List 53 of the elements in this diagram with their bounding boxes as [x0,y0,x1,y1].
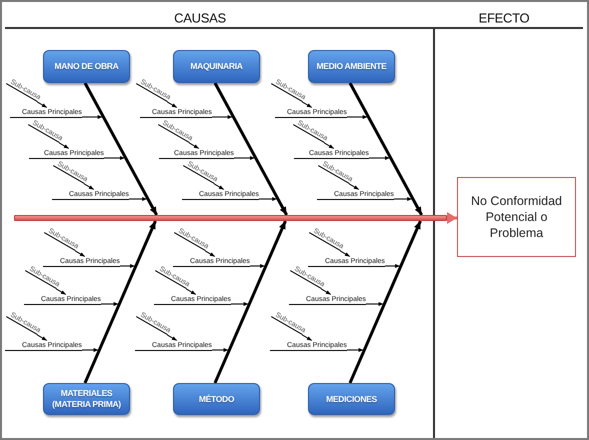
arrow [74,250,86,257]
arrow [348,82,423,216]
arrow [188,142,200,149]
arrow [36,334,48,341]
arrow [302,334,312,341]
arrow [36,101,48,108]
arrow [82,115,104,119]
arrow [346,348,364,352]
arrow [212,115,234,119]
arrow [84,183,94,190]
column-heading: CAUSAS [174,10,226,26]
arrow [84,82,158,216]
arrow [82,348,100,352]
arrow [394,197,413,201]
category-box: MATERIALES (MATERIA PRIMA) [43,383,130,415]
arrow [128,197,148,201]
category-box: MEDIO AMBIENTE [308,50,395,83]
arrow [56,288,66,295]
arrow [214,82,288,216]
arrow [186,288,196,295]
effect-box: No Conformidad Potencial o Problema [457,177,576,257]
arrow [214,183,224,190]
category-box: MEDICIONES [308,383,395,415]
arrow [166,334,178,341]
arrow [340,250,350,257]
arrow [204,250,216,257]
arrow [100,302,120,306]
arrow [104,156,126,160]
arrow [58,142,70,149]
arrow [384,264,401,268]
arrow [166,101,178,108]
arrow [84,220,157,384]
arrow [348,183,360,190]
arrow [250,264,266,268]
arrow [120,264,136,268]
arrow [320,288,332,295]
arrow [234,156,256,160]
arrow [366,302,384,306]
arrow [302,101,312,108]
category-box: MAQUINARIA [173,50,260,83]
arrow [447,212,457,224]
arrow [214,220,287,384]
arrow [346,115,368,119]
arrow [368,156,390,160]
spine-bar [14,215,447,221]
category-box: MANO DE OBRA [43,50,130,83]
column-heading: EFECTO [478,10,530,26]
arrow [258,197,278,201]
category-box: MÉTODO [173,383,260,415]
arrow [324,142,334,149]
arrow [348,220,422,384]
arrow [230,302,250,306]
arrow [212,348,230,352]
